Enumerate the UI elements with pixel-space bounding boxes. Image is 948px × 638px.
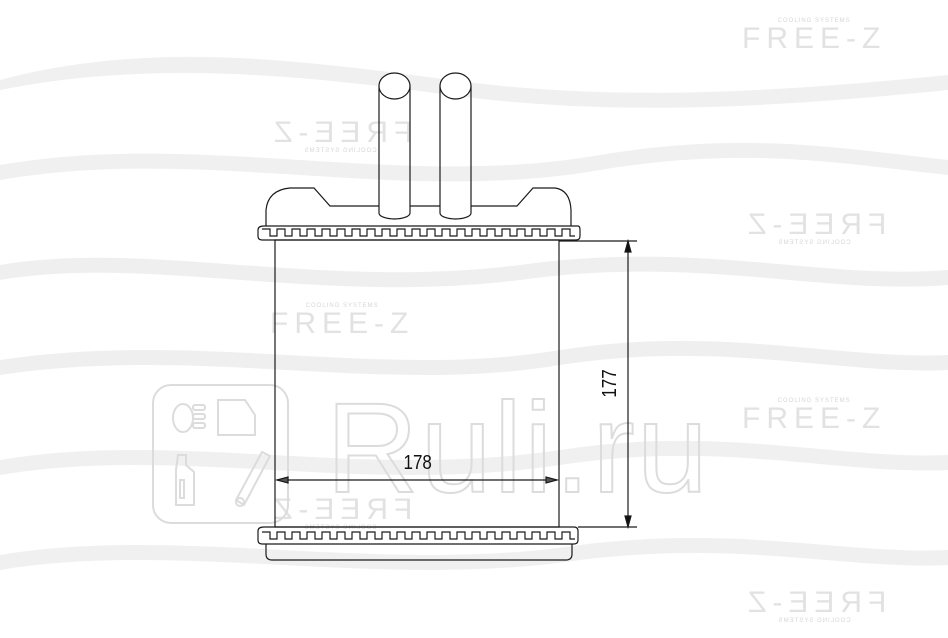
watermark-freez-center: COOLING SYSTEMS FREE-Z xyxy=(270,303,414,339)
watermark-brand: FREE-Z xyxy=(270,307,415,340)
watermark-freez-right: COOLING SYSTEMS FREE-Z xyxy=(742,398,886,434)
top-tank xyxy=(265,187,572,226)
watermark-tagline: COOLING SYSTEMS xyxy=(305,303,379,309)
watermark-brand: FREE-Z xyxy=(742,402,887,435)
watermark-tagline: COOLING SYSTEMS xyxy=(777,18,851,24)
top-header-plate xyxy=(257,225,581,241)
inlet-pipe xyxy=(378,72,411,220)
watermark-tagline: COOLING SYSTEMS xyxy=(777,398,851,404)
watermark-freez-top-right: COOLING SYSTEMS FREE-Z xyxy=(742,18,886,54)
bottom-header-plate xyxy=(257,526,579,545)
height-dimension-label: 177 xyxy=(599,369,622,398)
bottom-tank xyxy=(265,544,573,561)
core-body xyxy=(274,239,560,528)
ruli-watermark-text: Ruli.ru xyxy=(325,377,710,520)
watermark-brand: FREE-Z xyxy=(742,22,887,55)
height-dimension-line xyxy=(559,238,637,530)
width-dimension-label: 178 xyxy=(403,452,432,474)
outlet-pipe xyxy=(439,72,472,220)
width-dimension-line xyxy=(274,476,560,484)
